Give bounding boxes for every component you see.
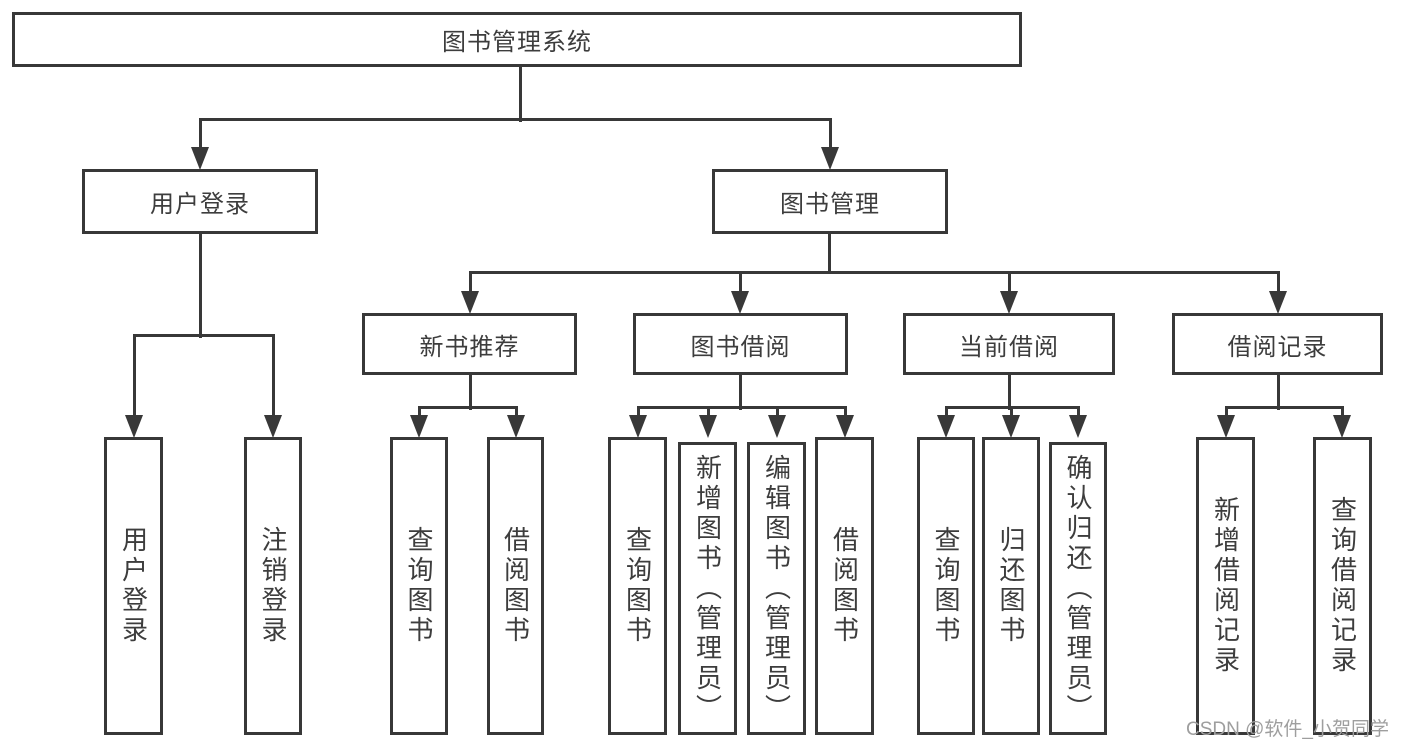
connector-line bbox=[468, 270, 1280, 274]
arrow-down-icon bbox=[1002, 415, 1020, 438]
node-label: 查询图书 bbox=[931, 526, 961, 646]
arrow-down-icon bbox=[1000, 291, 1018, 314]
connector-line bbox=[1340, 407, 1344, 418]
node-label: 查询图书 bbox=[622, 526, 653, 646]
connector-line bbox=[706, 407, 710, 418]
node-label: 查询图书 bbox=[404, 526, 434, 646]
arrow-down-icon bbox=[191, 147, 209, 170]
node-label: 用户登录 bbox=[150, 191, 250, 218]
node-label: 借阅图书 bbox=[829, 526, 860, 646]
connector-line bbox=[1224, 407, 1228, 418]
node-label: 新增图书（管理员） bbox=[692, 453, 723, 724]
connector-line bbox=[738, 375, 742, 410]
node-label: 图书借阅 bbox=[690, 333, 791, 361]
node-label: 新书推荐 bbox=[419, 333, 520, 361]
connector-line bbox=[944, 405, 1080, 409]
connector-line bbox=[843, 407, 847, 418]
arrow-down-icon bbox=[1217, 415, 1235, 438]
node-label: 注销登录 bbox=[258, 526, 288, 646]
node-current-borrowing: 当前借阅 bbox=[903, 313, 1115, 375]
connector-line bbox=[1007, 375, 1011, 410]
node-label: 图书管理系统 bbox=[442, 29, 592, 56]
node-leaf-query-borrow-record: 查询借阅记录 bbox=[1313, 437, 1372, 735]
connector-line bbox=[944, 407, 948, 418]
node-label: 归还图书 bbox=[996, 526, 1026, 646]
node-label: 新增借阅记录 bbox=[1210, 496, 1241, 676]
connector-line bbox=[198, 117, 832, 121]
arrow-down-icon bbox=[731, 291, 749, 314]
connector-line bbox=[271, 335, 275, 418]
node-label: 编辑图书（管理员） bbox=[761, 453, 792, 724]
node-leaf-confirm-return-admin: 确认归还（管理员） bbox=[1049, 442, 1107, 735]
connector-line bbox=[828, 119, 832, 150]
arrow-down-icon bbox=[629, 415, 647, 438]
node-leaf-return-book: 归还图书 bbox=[982, 437, 1040, 735]
node-new-book-recommend: 新书推荐 bbox=[362, 313, 577, 375]
node-borrow-records: 借阅记录 bbox=[1172, 313, 1383, 375]
connector-line bbox=[417, 407, 421, 418]
connector-line bbox=[1276, 375, 1280, 410]
node-label: 查询借阅记录 bbox=[1327, 496, 1358, 676]
connector-line bbox=[1009, 407, 1013, 418]
connector-line bbox=[1007, 272, 1011, 294]
arrow-down-icon bbox=[507, 415, 525, 438]
node-leaf-add-book-admin: 新增图书（管理员） bbox=[678, 442, 737, 735]
node-leaf-edit-book-admin: 编辑图书（管理员） bbox=[747, 442, 806, 735]
connector-line bbox=[636, 407, 640, 418]
node-label: 当前借阅 bbox=[959, 333, 1059, 361]
arrow-down-icon bbox=[1069, 415, 1087, 438]
node-label: 用户登录 bbox=[118, 526, 149, 646]
connector-line bbox=[132, 335, 136, 418]
node-leaf-user-login: 用户登录 bbox=[104, 437, 163, 735]
node-label: 借阅图书 bbox=[500, 526, 531, 646]
node-label: 借阅记录 bbox=[1227, 333, 1328, 361]
node-leaf-logout: 注销登录 bbox=[244, 437, 302, 735]
connector-line bbox=[518, 67, 522, 122]
node-book-management: 图书管理 bbox=[712, 169, 948, 234]
connector-line bbox=[468, 272, 472, 294]
arrow-down-icon bbox=[1333, 415, 1351, 438]
node-label: 图书管理 bbox=[780, 191, 880, 218]
node-leaf-query-books-2: 查询图书 bbox=[608, 437, 667, 735]
connector-line bbox=[636, 405, 847, 409]
connector-line bbox=[198, 119, 202, 150]
node-label: 确认归还（管理员） bbox=[1063, 453, 1093, 724]
csdn-watermark: CSDN @软件_小贺同学 bbox=[1186, 719, 1389, 740]
connector-line bbox=[514, 407, 518, 418]
arrow-down-icon bbox=[264, 415, 282, 438]
connector-line bbox=[827, 234, 831, 274]
node-leaf-borrow-books-2: 借阅图书 bbox=[815, 437, 874, 735]
node-user-login: 用户登录 bbox=[82, 169, 318, 234]
connector-line bbox=[775, 407, 779, 418]
node-book-borrowing: 图书借阅 bbox=[633, 313, 848, 375]
node-leaf-borrow-books-1: 借阅图书 bbox=[487, 437, 544, 735]
node-root: 图书管理系统 bbox=[12, 12, 1022, 67]
arrow-down-icon bbox=[821, 147, 839, 170]
connector-line bbox=[468, 375, 472, 410]
connector-line bbox=[1224, 405, 1344, 409]
arrow-down-icon bbox=[699, 415, 717, 438]
connector-line bbox=[417, 405, 518, 409]
arrow-down-icon bbox=[937, 415, 955, 438]
connector-line bbox=[198, 234, 202, 338]
connector-line bbox=[738, 272, 742, 294]
connector-line bbox=[132, 333, 275, 337]
arrow-down-icon bbox=[768, 415, 786, 438]
arrow-down-icon bbox=[125, 415, 143, 438]
node-leaf-query-books-1: 查询图书 bbox=[390, 437, 448, 735]
arrow-down-icon bbox=[836, 415, 854, 438]
arrow-down-icon bbox=[410, 415, 428, 438]
arrow-down-icon bbox=[461, 291, 479, 314]
node-leaf-query-books-3: 查询图书 bbox=[917, 437, 975, 735]
node-leaf-add-borrow-record: 新增借阅记录 bbox=[1196, 437, 1255, 735]
arrow-down-icon bbox=[1269, 291, 1287, 314]
connector-line bbox=[1276, 272, 1280, 294]
connector-line bbox=[1076, 407, 1080, 418]
